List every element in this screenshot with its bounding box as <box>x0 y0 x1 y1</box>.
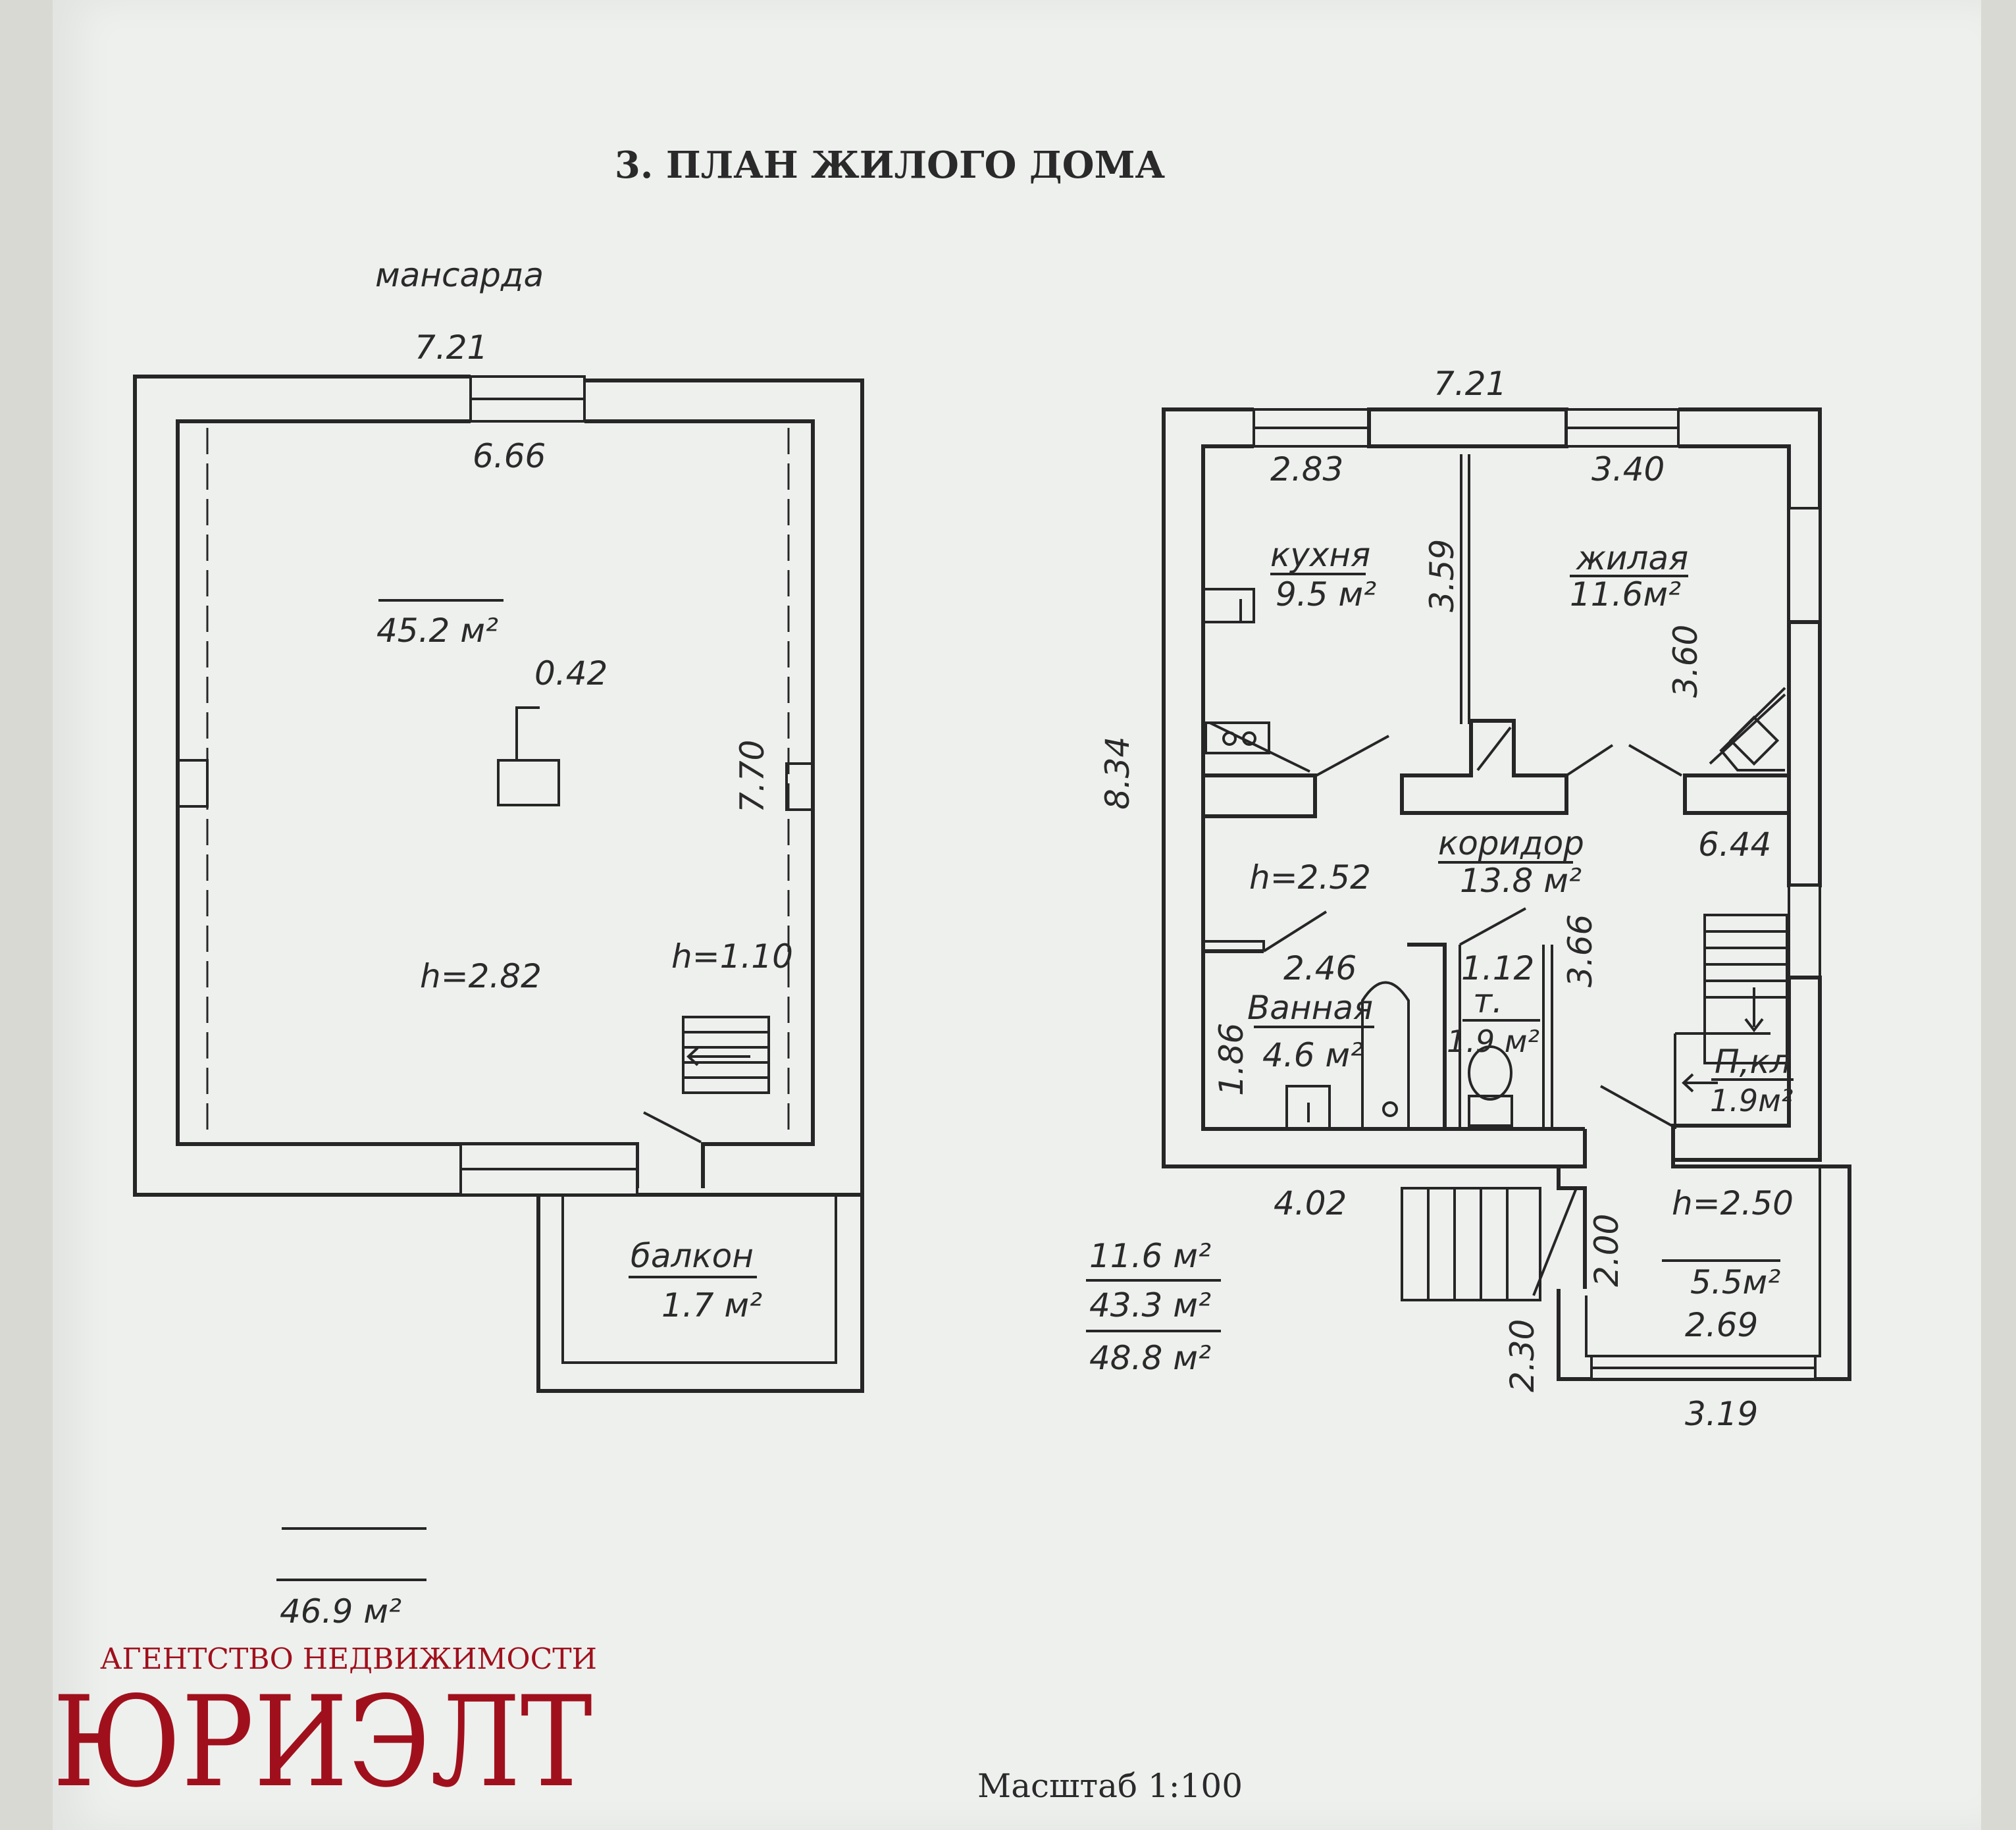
balcony-label: балкон <box>631 1237 754 1275</box>
living-side-window <box>1788 507 1821 623</box>
kitchen-name: кухня <box>1270 536 1370 574</box>
veranda-outer-width: 3.19 <box>1685 1395 1758 1433</box>
attic-inner-wall <box>176 419 639 1188</box>
chimney <box>497 759 560 806</box>
attic-area: 45.2 м² <box>376 612 498 650</box>
corridor-height: h=2.52 <box>1249 858 1371 897</box>
kitchen-depth: 3.59 <box>1423 539 1461 612</box>
living-area: 11.6м² <box>1570 575 1681 614</box>
pantry-area: 1.9м² <box>1710 1083 1793 1118</box>
bathroom-area: 4.6 м² <box>1262 1036 1363 1074</box>
agency-logo-name: ЮРИЭЛТ <box>53 1669 592 1815</box>
ground-wall-top-mid <box>1367 407 1568 448</box>
attic-width-inner: 6.66 <box>473 437 546 475</box>
bathroom-toilet-partition <box>1407 943 1447 1129</box>
toilet-door <box>1459 907 1526 946</box>
agency-subtitle: АГЕНТСТВО НЕДВИЖИМОСТИ <box>100 1642 597 1676</box>
front-width: 4.02 <box>1274 1184 1347 1222</box>
living-depth: 3.60 <box>1667 625 1705 698</box>
attic-height-main: h=2.82 <box>420 957 542 995</box>
living-bottom-wall-left <box>1400 719 1568 815</box>
bathroom-name: Ванная <box>1247 989 1373 1027</box>
ground-right-wall <box>1787 620 1822 887</box>
ground-plan: 7.21 <box>1098 365 1851 1433</box>
ground-depth: 8.34 <box>1098 737 1137 810</box>
attic-inner-wall-right <box>584 419 815 1188</box>
attic-label: мансарда <box>375 256 544 294</box>
ground-width-outer: 7.21 <box>1434 365 1507 403</box>
living-bottom-wall-right <box>1683 773 1791 815</box>
summary-living-area: 11.6 м² <box>1089 1237 1211 1275</box>
porch-wall <box>1557 1129 1587 1289</box>
veranda-outer-depth: 2.30 <box>1503 1319 1541 1392</box>
bathtub <box>1361 981 1410 1129</box>
balcony <box>536 1195 864 1393</box>
attic-width-outer: 7.21 <box>415 328 488 367</box>
toilet-width: 1.12 <box>1461 949 1534 987</box>
entrance-steps <box>1401 1187 1541 1301</box>
document-sheet <box>53 0 1981 1830</box>
kitchen-sink <box>1204 588 1255 623</box>
ground-outer-wall-left <box>1162 407 1585 1168</box>
veranda-depth: 2.00 <box>1588 1214 1626 1287</box>
ground-stairs <box>1703 914 1788 1064</box>
scale-label: Масштаб 1:100 <box>977 1767 1243 1805</box>
kitchen-width: 2.83 <box>1270 450 1343 488</box>
corridor-door <box>1600 1085 1672 1127</box>
bathroom-width: 2.46 <box>1283 949 1357 987</box>
corridor-length: 6.44 <box>1698 825 1771 864</box>
area-summary: 11.6 м² 43.3 м² 48.8 м² <box>1086 1237 1221 1377</box>
living-door-left <box>1565 744 1614 777</box>
veranda-area: 5.5м² <box>1690 1263 1780 1301</box>
kitchen-stove <box>1204 721 1270 754</box>
ground-inner-wall-left <box>1201 444 1585 1131</box>
attic-height-low: h=1.10 <box>671 937 793 976</box>
pantry-name: П,кл <box>1715 1043 1791 1081</box>
wash-basin <box>1285 1085 1331 1130</box>
toilet-name: т. <box>1473 982 1503 1020</box>
living-stove <box>1719 687 1786 771</box>
stair-window <box>1788 884 1821 979</box>
corridor-area: 13.8 м² <box>1460 862 1582 900</box>
bathroom-door <box>1262 910 1328 953</box>
living-width: 3.40 <box>1591 450 1665 488</box>
attic-depth: 7.70 <box>733 740 771 813</box>
attic-stairs <box>682 1016 770 1094</box>
kitchen-area: 9.5 м² <box>1276 575 1376 614</box>
balcony-door <box>643 1111 702 1143</box>
attic-plan: мансарда 7.21 0.42 <box>133 256 864 1631</box>
veranda-outer-wall <box>1557 1160 1851 1381</box>
bathroom-depth: 1.86 <box>1212 1023 1251 1096</box>
toilet-fixture <box>1468 1095 1513 1127</box>
veranda-height: h=2.50 <box>1672 1184 1794 1222</box>
attic-total-area: 46.9 м² <box>280 1592 401 1631</box>
living-name: жилая <box>1576 539 1688 577</box>
kitchen-bottom-wall <box>1203 773 1317 818</box>
summary-usable-area: 43.3 м² <box>1089 1286 1211 1324</box>
balcony-area: 1.7 м² <box>661 1286 762 1324</box>
summary-total-area: 48.8 м² <box>1089 1339 1211 1377</box>
toilet-area: 1.9 м² <box>1447 1024 1539 1059</box>
toilet-depth: 3.66 <box>1561 914 1599 987</box>
living-door-right <box>1628 744 1682 777</box>
veranda-width: 2.69 <box>1685 1306 1758 1344</box>
chimney-size: 0.42 <box>534 654 607 693</box>
page-title: 3. ПЛАН ЖИЛОГО ДОМА <box>615 144 1166 187</box>
corridor-name: коридор <box>1438 824 1584 862</box>
pantry-wall <box>1674 1032 1770 1129</box>
kitchen-door <box>1316 735 1389 777</box>
